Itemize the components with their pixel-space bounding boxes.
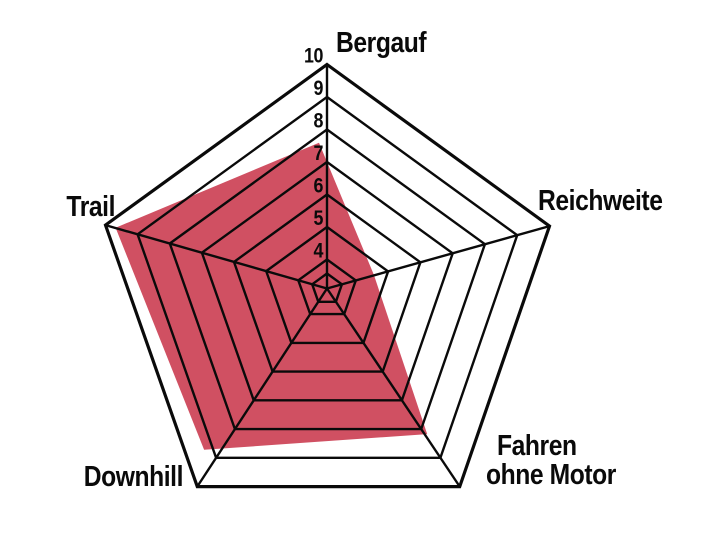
grid-ring-8: [168, 128, 487, 431]
axis-label-downhill: Downhill: [84, 460, 183, 492]
tick-label-4: 4: [313, 239, 323, 263]
axis-label-reichweite: Reichweite: [538, 184, 663, 216]
tick-label-5: 5: [313, 207, 323, 231]
data-polygon: [115, 142, 428, 450]
grid-ring-9: [136, 95, 519, 459]
tick-label-9: 9: [313, 77, 323, 101]
axis-label-fahren-ohne-motor-line1: Fahren: [497, 429, 577, 461]
axis-label-bergauf: Bergauf: [336, 26, 428, 58]
axis-spoke-fahren-ohne-motor: [326, 287, 461, 488]
tick-label-6: 6: [313, 174, 323, 198]
tick-label-10: 10: [304, 44, 324, 68]
grid-ring-6: [232, 193, 422, 373]
grid-ring-10: [103, 62, 552, 489]
grid-ring-3: [310, 272, 344, 303]
axis-spoke-reichweite: [326, 224, 551, 290]
grid-ring-5: [264, 225, 390, 345]
axis-label-fahren-ohne-motor-line2: ohne Motor: [486, 458, 617, 490]
axis-spoke-trail: [104, 223, 328, 290]
tick-label-8: 8: [313, 109, 323, 133]
axis-spoke-downhill: [195, 287, 329, 488]
grid-ring-7: [200, 160, 455, 402]
axis-label-trail: Trail: [66, 190, 115, 222]
tick-label-7: 7: [313, 142, 323, 166]
grid-ring-4: [296, 258, 358, 316]
